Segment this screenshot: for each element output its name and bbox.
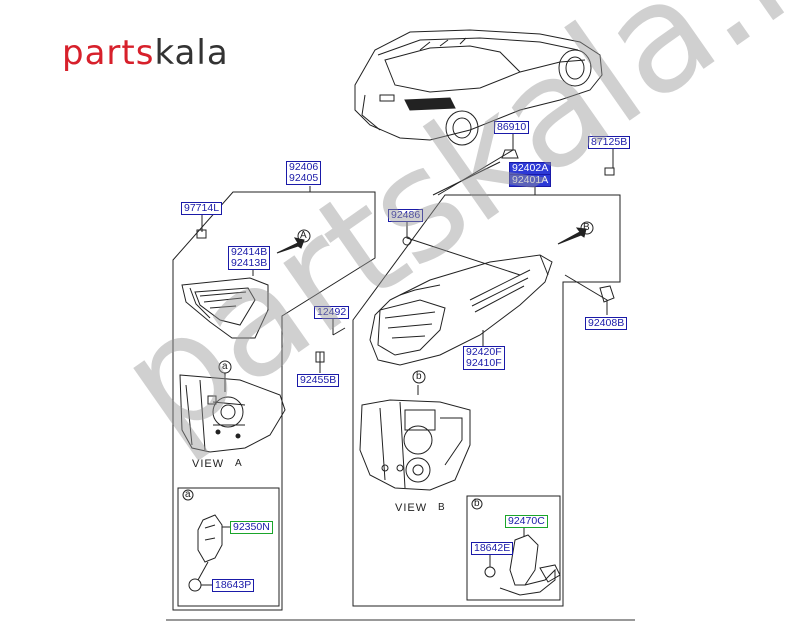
part-label-92455b[interactable]: 92455B xyxy=(297,374,340,387)
outer-lamp-illustration xyxy=(369,254,553,366)
part-label-92350n[interactable]: 92350N xyxy=(230,521,273,534)
part-label-97714l[interactable]: 97714L xyxy=(181,202,223,215)
left-assembly-frame xyxy=(172,191,376,611)
part-label-18642e[interactable]: 18642E xyxy=(471,542,514,555)
view-a-letter: A xyxy=(235,458,242,469)
view-b-label: VIEW xyxy=(395,502,428,514)
callout-arrow-a: A xyxy=(300,230,307,241)
car-illustration xyxy=(354,29,603,146)
part-label-92470c[interactable]: 92470C xyxy=(505,515,548,528)
detail-a-frame xyxy=(177,487,280,607)
part-label-18643p[interactable]: 18643P xyxy=(212,579,255,592)
part-label-92414b-92413b[interactable]: 92414B 92413B xyxy=(228,246,271,270)
part-label-86910[interactable]: 86910 xyxy=(494,121,530,134)
callout-arrow-b: B xyxy=(583,222,590,233)
right-assembly-frame xyxy=(352,194,621,607)
partskala-logo: partskala xyxy=(62,33,229,73)
detail-b-frame xyxy=(466,495,561,601)
callout-b-detail: b xyxy=(474,498,480,509)
part-label-92408b[interactable]: 92408B xyxy=(585,317,628,330)
callout-a-view: a xyxy=(222,361,228,372)
callout-a-detail: a xyxy=(185,489,191,500)
part-label-12492[interactable]: 12492 xyxy=(314,306,350,319)
view-a-housing xyxy=(179,360,286,453)
part-label-92401a[interactable]: 92401A xyxy=(509,174,552,187)
view-a-label: VIEW xyxy=(192,458,225,470)
part-label-92420f-92410f[interactable]: 92420F 92410F xyxy=(463,346,505,370)
inner-lamp-illustration xyxy=(181,277,269,339)
part-label-92486[interactable]: 92486 xyxy=(388,209,424,222)
view-b-letter: B xyxy=(438,502,445,513)
callout-b-view: b xyxy=(416,371,422,382)
view-b-housing xyxy=(359,370,471,491)
part-label-87125b[interactable]: 87125B xyxy=(588,136,631,149)
part-label-92406-92405[interactable]: 92406 92405 xyxy=(286,161,322,185)
